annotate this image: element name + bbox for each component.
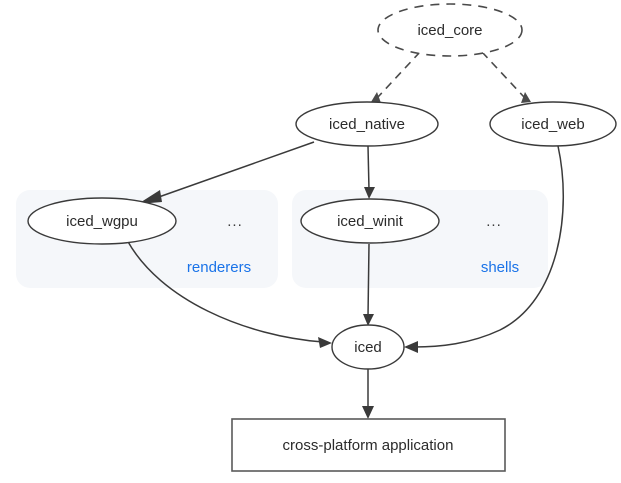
node-iced-native[interactable]: iced_native xyxy=(295,101,439,147)
node-application-label: cross-platform application xyxy=(283,437,454,454)
node-iced-core-label: iced_core xyxy=(417,22,482,39)
edge-winit-to-iced xyxy=(363,243,374,326)
node-iced-web-shape[interactable] xyxy=(489,101,617,147)
edge-core-to-web-arrowhead xyxy=(521,92,531,103)
edge-core-to-native-line xyxy=(377,51,421,98)
edge-wgpu-to-iced-line xyxy=(126,239,324,343)
edge-winit-to-iced-line xyxy=(367,243,370,318)
node-iced-label: iced xyxy=(354,339,382,356)
edge-native-to-winit xyxy=(364,145,375,199)
node-iced-core-shape[interactable] xyxy=(377,3,523,57)
node-iced-wgpu-label: iced_wgpu xyxy=(66,213,138,230)
node-iced-core[interactable]: iced_core xyxy=(377,3,523,57)
edge-iced-to-application-arrowhead xyxy=(362,406,374,419)
cluster-shells-label: shells xyxy=(481,259,519,276)
node-iced-native-shape[interactable] xyxy=(295,101,439,147)
edge-core-to-web xyxy=(481,51,531,103)
node-iced-winit[interactable]: iced_winit xyxy=(300,198,440,244)
edge-core-to-native-arrowhead xyxy=(371,92,381,103)
edge-web-to-iced-arrowhead xyxy=(404,341,418,353)
edge-core-to-native xyxy=(371,51,421,103)
edge-native-to-winit-arrowhead xyxy=(364,187,375,199)
edge-web-to-iced xyxy=(404,145,564,353)
shells-more-ellipsis: ... xyxy=(486,213,502,230)
edge-native-to-winit-line xyxy=(367,145,370,191)
edge-winit-to-iced-arrowhead xyxy=(363,314,374,326)
node-application-shape[interactable] xyxy=(231,418,506,472)
node-iced-native-label: iced_native xyxy=(329,116,405,133)
edge-native-to-wgpu-line xyxy=(155,141,315,199)
node-iced-wgpu[interactable]: iced_wgpu xyxy=(27,197,177,245)
edge-wgpu-to-iced-arrowhead xyxy=(318,337,332,348)
edge-web-to-iced-line xyxy=(413,145,564,348)
edge-native-to-wgpu xyxy=(138,141,315,204)
edge-core-to-web-line xyxy=(481,51,525,98)
node-iced-wgpu-shape[interactable] xyxy=(27,197,177,245)
renderers-more-ellipsis: ... xyxy=(227,213,243,230)
node-iced[interactable]: iced xyxy=(331,324,405,370)
node-iced-web-label: iced_web xyxy=(521,116,584,133)
node-iced-web[interactable]: iced_web xyxy=(489,101,617,147)
node-application[interactable]: cross-platform application xyxy=(231,418,506,472)
node-iced-winit-shape[interactable] xyxy=(300,198,440,244)
node-iced-shape[interactable] xyxy=(331,324,405,370)
edge-iced-to-application xyxy=(362,369,374,419)
cluster-renderers-label: renderers xyxy=(187,259,251,276)
node-iced-winit-label: iced_winit xyxy=(337,213,404,230)
edge-wgpu-to-iced xyxy=(126,239,332,348)
edge-native-to-wgpu-arrowhead xyxy=(138,190,162,204)
